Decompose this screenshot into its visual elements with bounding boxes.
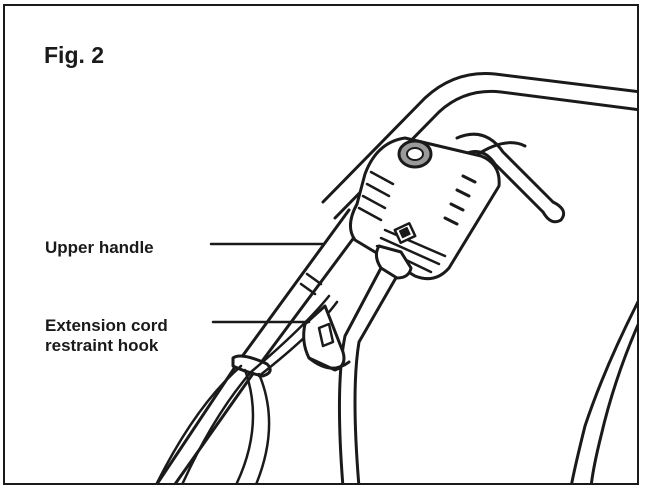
restraint-hook-label-line2: restraint hook	[45, 336, 159, 355]
power-cable-top	[473, 141, 527, 158]
restraint-hook-label-line1: Extension cord	[45, 316, 168, 335]
restraint-hook	[302, 304, 351, 372]
handle-loop	[321, 72, 637, 483]
restraint-hook-label: Extension cord restraint hook	[45, 316, 168, 356]
handle-illustration	[155, 72, 637, 483]
tube-strap	[231, 354, 272, 378]
figure-title: Fig. 2	[44, 42, 105, 68]
switch-box	[349, 136, 501, 281]
plug-socket	[374, 222, 417, 280]
switch-button	[397, 139, 433, 169]
upper-handle-label: Upper handle	[45, 238, 154, 257]
figure-frame: Fig. 2 Upper handle Extension cord restr…	[3, 4, 639, 485]
plug-cord	[337, 266, 399, 483]
